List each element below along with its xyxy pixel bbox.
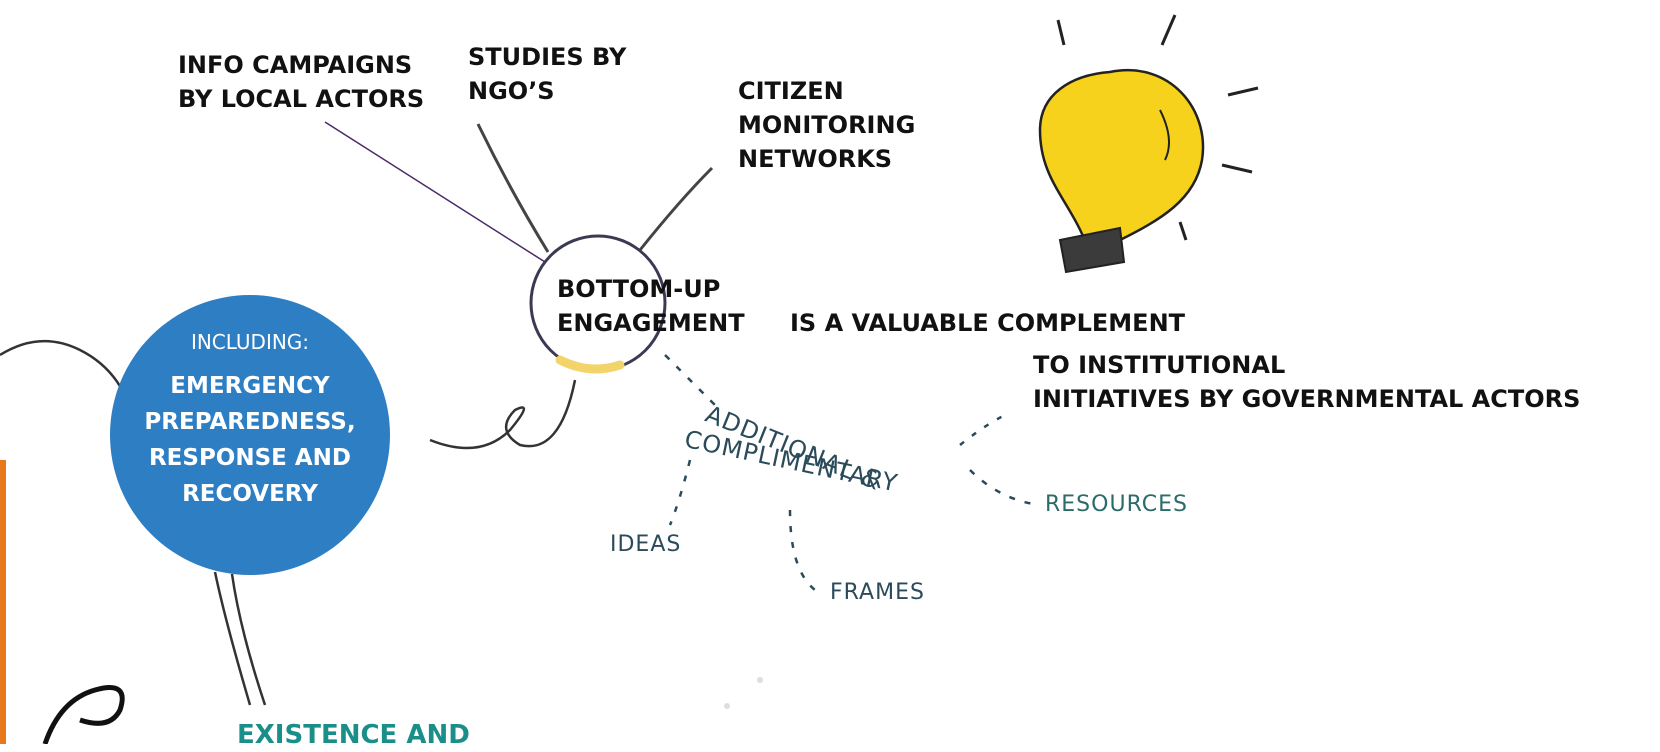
light-bulb-icon: [1038, 14, 1259, 274]
squiggle-connector: [429, 379, 577, 450]
dot: [724, 703, 730, 709]
connector-studies: [476, 123, 550, 253]
hand-ideas: IDEAS: [610, 532, 682, 557]
label-line: CITIZEN: [738, 77, 844, 105]
label-line: MONITORING: [738, 111, 916, 139]
leg-left: [213, 571, 252, 706]
blue-circle-line: RESPONSE AND: [148, 445, 352, 471]
blue-circle-heading: INCLUDING:: [190, 330, 310, 354]
label-studies: STUDIES BY NGO’S: [468, 40, 626, 108]
dot: [757, 677, 763, 683]
label-line: NETWORKS: [738, 145, 893, 173]
label-line: STUDIES BY: [468, 43, 627, 71]
label-bottom-up: BOTTOM-UP ENGAGEMENT: [557, 272, 745, 340]
label-line: ENGAGEMENT: [557, 309, 745, 337]
hand-resources: RESOURCES: [1045, 492, 1188, 517]
dashed-branch-resources: [969, 469, 1041, 507]
dashed-branch-upper: [959, 413, 1006, 446]
hand-frames: FRAMES: [830, 580, 925, 605]
label-line: INFO CAMPAIGNS: [178, 51, 413, 79]
label-existence: EXISTENCE AND: [237, 720, 470, 750]
circle-highlight: [555, 355, 625, 374]
label-valuable: IS A VALUABLE COMPLEMENT: [790, 309, 1186, 337]
connector-citizen: [638, 166, 714, 251]
dashed-branch-ideas: [668, 459, 692, 526]
blue-circle-line: RECOVERY: [182, 481, 318, 507]
script-flourish: [42, 685, 125, 744]
blue-circle-line: EMERGENCY: [170, 373, 330, 399]
label-line: BY LOCAL ACTORS: [178, 85, 425, 113]
blue-circle: [110, 295, 390, 575]
blue-circle-text: INCLUDING: EMERGENCY PREPAREDNESS, RESPO…: [100, 330, 400, 512]
label-line: INITIATIVES BY GOVERNMENTAL ACTORS: [1033, 385, 1581, 413]
label-info-campaigns: INFO CAMPAIGNS BY LOCAL ACTORS: [178, 48, 424, 116]
left-squiggle: [0, 339, 127, 396]
dashed-branch-frames: [788, 509, 816, 591]
left-edge-strip: [0, 460, 6, 744]
leg-right: [230, 573, 267, 706]
label-line: NGO’S: [468, 77, 555, 105]
label-line: TO INSTITUTIONAL: [1033, 351, 1286, 379]
connector-info-campaigns: [324, 121, 546, 263]
label-citizen: CITIZEN MONITORING NETWORKS: [738, 74, 915, 176]
label-institutional: TO INSTITUTIONAL INITIATIVES BY GOVERNME…: [1033, 348, 1580, 416]
blue-circle-line: PREPAREDNESS,: [144, 409, 356, 435]
label-line: BOTTOM-UP: [557, 275, 721, 303]
